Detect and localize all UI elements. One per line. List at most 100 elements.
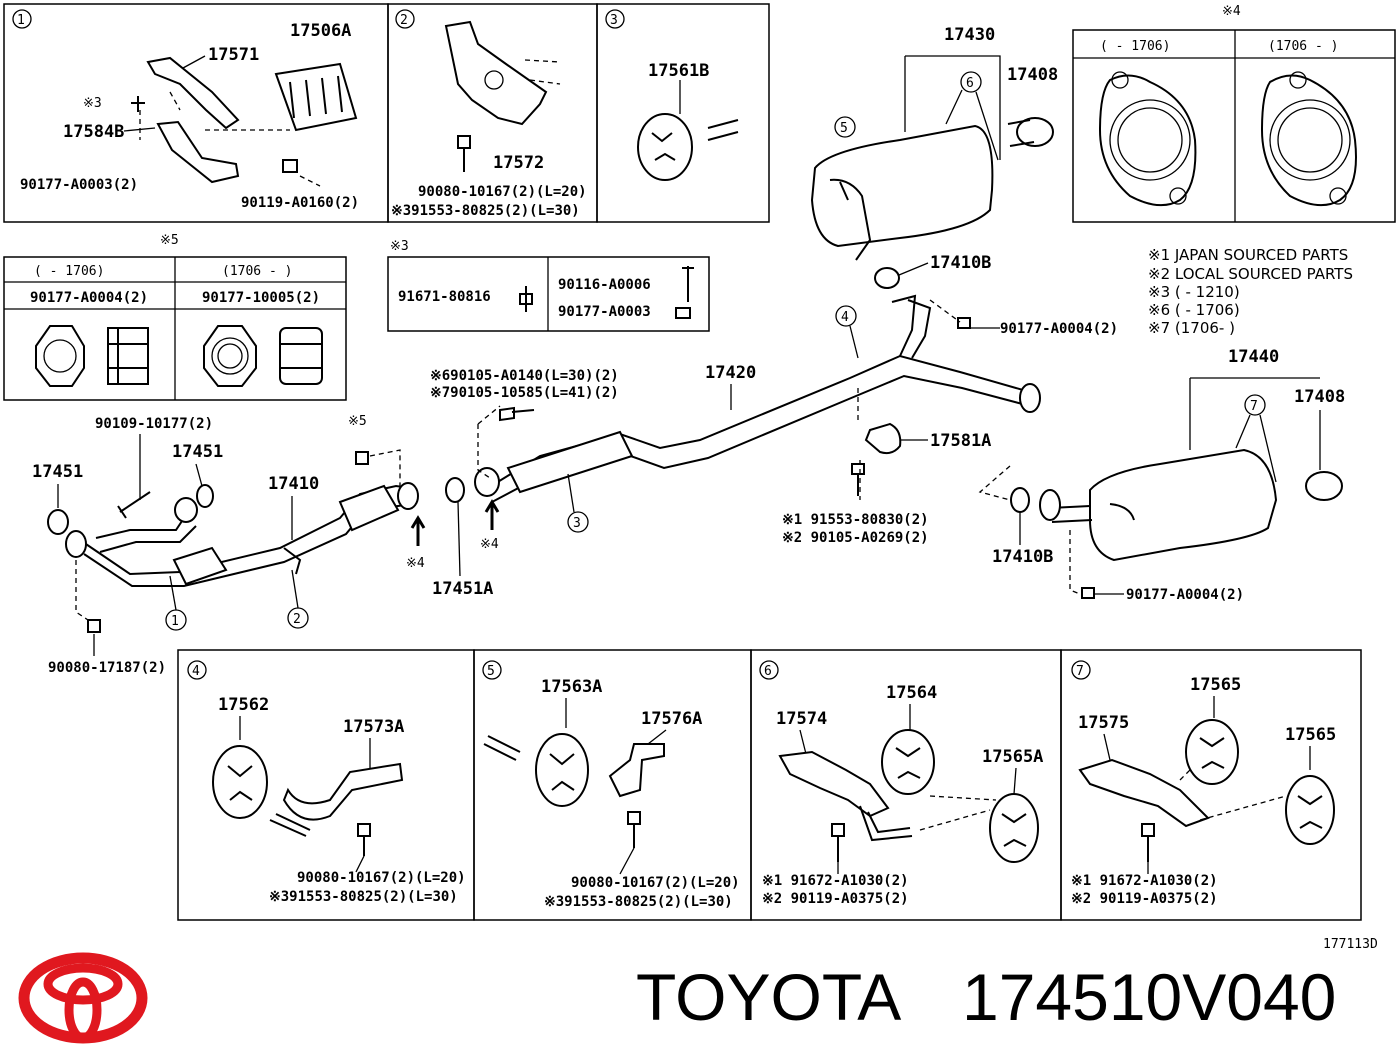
label-90109-10177: 90109-10177(2) — [95, 416, 213, 432]
callout-3: 3 — [610, 13, 618, 28]
bolt-shape — [519, 286, 533, 312]
inset-box-2: 2 17572 90080-10167(2)(L=20) ※391553-808… — [387, 3, 598, 223]
label-17565-top: 17565 — [1190, 675, 1241, 695]
label-17410b-rear: 17410B — [992, 547, 1053, 567]
label-17451-mid: 17451 — [172, 442, 223, 462]
bracket-17571-shape — [131, 56, 358, 187]
label-note5: ※5 — [160, 233, 179, 248]
callout-6-box: 6 — [764, 664, 772, 679]
label-17430: 17430 — [944, 25, 995, 45]
label-17573a: 17573A — [343, 717, 404, 737]
label-box7-f1: ※1 91672-A1030(2) — [1071, 873, 1218, 889]
ring-17451a — [445, 477, 465, 503]
notes-block: ※1 JAPAN SOURCED PARTS ※2 LOCAL SOURCED … — [1148, 246, 1353, 337]
label-17440: 17440 — [1228, 347, 1279, 367]
center-pipe-17420-shape — [474, 294, 1041, 503]
callout-5: 5 — [840, 121, 848, 136]
callout-7: 7 — [1250, 399, 1258, 414]
bracket-17572-shape — [444, 20, 561, 172]
ring-17410b-rear — [1010, 487, 1030, 513]
part-number: 174510V040 — [962, 960, 1336, 1034]
label-90119-a0160: 90119-A0160(2) — [241, 195, 359, 211]
ring-17410b-top — [874, 267, 900, 289]
label-90105-a0269: ※2 90105-A0269(2) — [782, 530, 929, 546]
label-note4-b: ※4 — [480, 537, 499, 552]
label-17574: 17574 — [776, 709, 827, 729]
note-1: ※1 JAPAN SOURCED PARTS — [1148, 246, 1348, 264]
gasket-right-shape — [1260, 71, 1357, 207]
inset-box-gaskets: ※4 ( - 1706) (1706 - ) — [1072, 4, 1396, 223]
label-17571: 17571 — [208, 45, 259, 65]
nut-shape — [675, 307, 691, 319]
label-17408-top: 17408 — [1007, 65, 1058, 85]
note-4: ※6 ( - 1706) — [1148, 301, 1240, 319]
label-17408-rear: 17408 — [1294, 387, 1345, 407]
nut-rear-shape — [1081, 587, 1095, 599]
nut-shapes — [35, 325, 323, 387]
diagram-id: 177113D — [1323, 937, 1378, 952]
label-90080-17187: 90080-17187(2) — [48, 660, 166, 676]
note-2: ※2 LOCAL SOURCED PARTS — [1148, 265, 1353, 283]
label-bolt-90105-a0140: ※690105-A0140(L=30)(2) — [430, 368, 619, 384]
label-17576a: 17576A — [641, 709, 702, 729]
label-17451a: 17451A — [432, 579, 493, 599]
label-note3: ※3 — [83, 96, 102, 111]
label-note4: ※4 — [1222, 4, 1241, 19]
bolt-17581a-shape — [851, 463, 865, 496]
callout-6: 6 — [966, 76, 974, 91]
note-5: ※7 (1706- ) — [1148, 319, 1235, 337]
inset-box-nuts: ※5 ( - 1706) (1706 - ) 90177-A0004(2) 90… — [3, 233, 347, 401]
callout-7-box: 7 — [1076, 664, 1084, 679]
gasket-header-1: ( - 1706) — [1100, 39, 1170, 54]
bolt-front-l-shape — [117, 491, 151, 519]
nut-header-2: (1706 - ) — [222, 264, 292, 279]
nut-front-shape — [355, 451, 369, 465]
label-box6-f1: ※1 91672-A1030(2) — [762, 873, 909, 889]
label-note4-a: ※4 — [406, 556, 425, 571]
label-box5-f1: 90080-10167(2)(L=20) — [571, 875, 740, 891]
gasket-header-2: (1706 - ) — [1268, 39, 1338, 54]
callout-1: 1 — [17, 13, 25, 28]
toyota-logo — [18, 952, 148, 1044]
nut-header-1: ( - 1706) — [34, 264, 104, 279]
front-pipe-17410-shape — [65, 482, 419, 587]
label-17575: 17575 — [1078, 713, 1129, 733]
inset-box-6: 6 17574 17564 17565A ※1 91672-A1030(2) ※… — [750, 649, 1062, 921]
ring-17451-left — [47, 509, 69, 535]
callout-2: 2 — [400, 13, 408, 28]
label-17410: 17410 — [268, 474, 319, 494]
nut-upper-shape — [957, 317, 971, 329]
muffler-17440-shape — [1039, 448, 1343, 562]
label-17572: 17572 — [493, 153, 544, 173]
label-box4-f1: 90080-10167(2)(L=20) — [297, 870, 466, 886]
label-17420: 17420 — [705, 363, 756, 383]
hanger-17562-shape — [212, 745, 268, 819]
label-90177-a0003-b: 90177-A0003 — [558, 304, 651, 320]
inset-box-3: 3 17561B — [596, 3, 770, 223]
inset-box-bolts: ※3 91671-80816 90116-A0006 90177-A0003 — [387, 239, 710, 332]
label-90177-a0004: 90177-A0004(2) — [30, 290, 148, 306]
label-box6-f2: ※2 90119-A0375(2) — [762, 891, 909, 907]
leader — [182, 55, 206, 69]
label-17565-right: 17565 — [1285, 725, 1336, 745]
callout-4-box: 4 — [192, 664, 200, 679]
gasket-left-shape — [1098, 71, 1197, 207]
label-91553-80830: ※1 91553-80830(2) — [782, 512, 929, 528]
label-bolt-90105-10585: ※790105-10585(L=41)(2) — [430, 385, 619, 401]
muffler-17430-shape — [810, 117, 1054, 261]
hanger-17565-top-shape — [1185, 719, 1239, 785]
inset-box-4: 4 17562 17573A 90080-10167(2)(L=20) ※391… — [177, 649, 475, 921]
ring-17451-mid — [196, 484, 214, 508]
label-note5-main: ※5 — [348, 414, 367, 429]
bolt-front-shape — [499, 406, 535, 422]
label-91671-80816: 91671-80816 — [398, 289, 491, 305]
bracket-17573a-shape — [282, 762, 404, 821]
bracket-17574-shape — [778, 750, 890, 818]
label-17561b: 17561B — [648, 61, 709, 81]
bracket-17576a-shape — [608, 743, 665, 798]
label-box4-f2: ※391553-80825(2)(L=30) — [269, 889, 458, 905]
hanger-17564-shape — [881, 729, 935, 795]
label-note3-bolts: ※3 — [390, 239, 409, 254]
label-90080-10167: 90080-10167(2)(L=20) — [418, 184, 587, 200]
